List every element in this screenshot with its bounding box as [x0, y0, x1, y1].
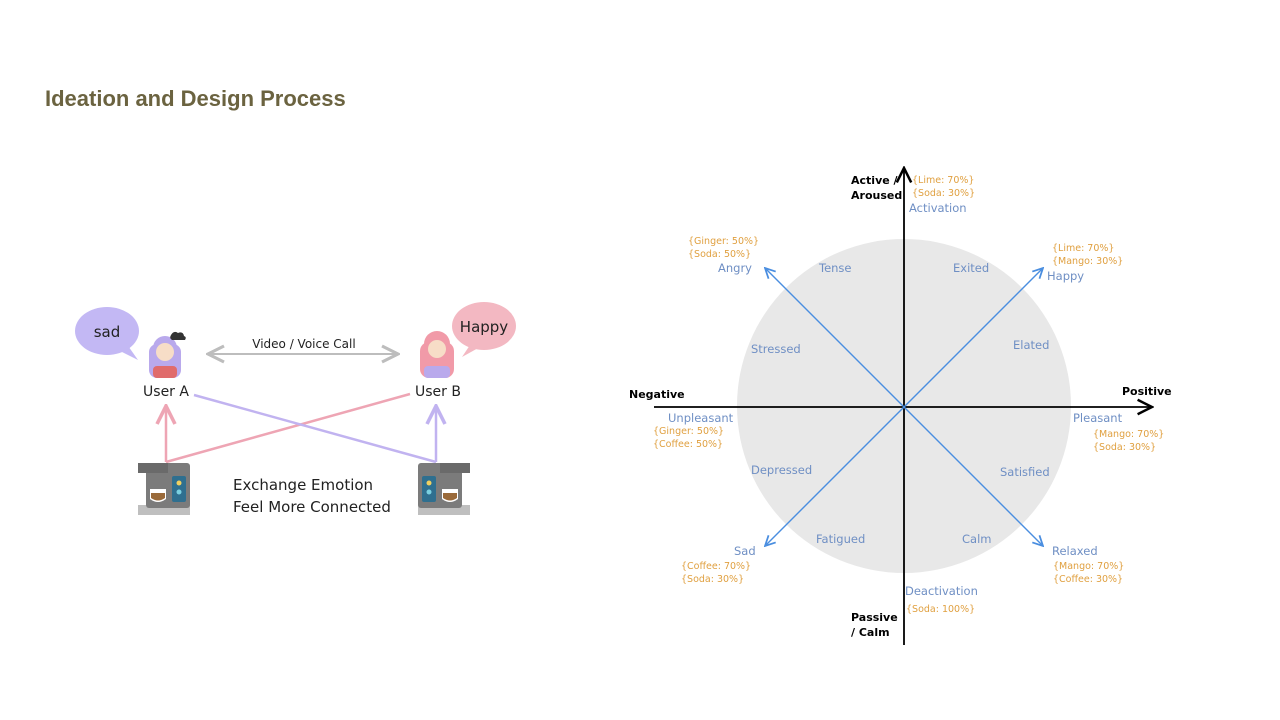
- user-a-to-machine-b-link: [193, 393, 437, 464]
- unpleasant-mix-1: {Ginger: 50%}: [653, 426, 724, 437]
- fatigued-label: Fatigued: [816, 532, 865, 546]
- bubble-sad-text: sad: [94, 323, 121, 341]
- exited-label: Exited: [953, 261, 989, 275]
- speech-bubble-happy: Happy: [452, 302, 516, 357]
- slide-title: Ideation and Design Process: [45, 86, 346, 111]
- depressed-label: Depressed: [751, 463, 812, 477]
- axis-passive-label-2: / Calm: [851, 626, 890, 639]
- relaxed-mix-1: {Mango: 70%}: [1053, 561, 1124, 572]
- activation-mix-1: {Lime: 70%}: [912, 175, 974, 186]
- sad-label: Sad: [734, 544, 756, 558]
- relaxed-arrow: [903, 406, 1043, 546]
- happy-arrow: [903, 268, 1043, 408]
- drink-machine-b-icon: [418, 463, 470, 515]
- axis-active-label-2: Aroused: [851, 189, 902, 202]
- angry-arrow: [765, 268, 905, 408]
- happy-mix-1: {Lime: 70%}: [1052, 243, 1114, 254]
- axis-passive-label-1: Passive: [851, 611, 898, 624]
- pleasant-mix-1: {Mango: 70%}: [1093, 429, 1164, 440]
- elated-label: Elated: [1013, 338, 1049, 352]
- unpleasant-mix-2: {Coffee: 50%}: [653, 439, 723, 450]
- call-label: Video / Voice Call: [252, 337, 355, 351]
- pleasant-label: Pleasant: [1073, 411, 1123, 425]
- stressed-label: Stressed: [751, 342, 801, 356]
- speech-bubble-sad: sad: [75, 307, 139, 360]
- user-a-label: User A: [143, 384, 189, 400]
- happy-label: Happy: [1047, 269, 1084, 283]
- emotion-circumplex-diagram: Active / Aroused Passive / Calm Negative…: [629, 168, 1172, 645]
- axis-positive-label: Positive: [1122, 385, 1172, 398]
- tense-label: Tense: [818, 261, 852, 275]
- sad-arrow: [765, 406, 905, 546]
- axis-negative-label: Negative: [629, 388, 685, 401]
- unpleasant-label: Unpleasant: [668, 411, 734, 425]
- drink-machine-a-icon: [138, 463, 190, 515]
- angry-label: Angry: [718, 261, 752, 275]
- relaxed-mix-2: {Coffee: 30%}: [1053, 574, 1123, 585]
- deactivation-mix-1: {Soda: 100%}: [906, 604, 975, 615]
- bubble-happy-text: Happy: [460, 318, 509, 336]
- emotion-exchange-diagram: sad Happy User A User B Video / Voi: [75, 302, 516, 516]
- caption-exchange-emotion: Exchange Emotion: [233, 476, 373, 494]
- user-a-avatar-icon: [149, 331, 186, 378]
- user-b-to-machine-a-link: [165, 392, 411, 464]
- caption-feel-connected: Feel More Connected: [233, 498, 391, 516]
- satisfied-label: Satisfied: [1000, 465, 1050, 479]
- pleasant-mix-2: {Soda: 30%}: [1093, 442, 1156, 453]
- user-b-avatar-icon: [420, 331, 454, 378]
- angry-mix-2: {Soda: 50%}: [688, 249, 751, 260]
- deactivation-label: Deactivation: [905, 584, 978, 598]
- relaxed-label: Relaxed: [1052, 544, 1098, 558]
- calm-label: Calm: [962, 532, 991, 546]
- angry-mix-1: {Ginger: 50%}: [688, 236, 759, 247]
- sad-mix-1: {Coffee: 70%}: [681, 561, 751, 572]
- happy-mix-2: {Mango: 30%}: [1052, 256, 1123, 267]
- axis-active-label-1: Active /: [851, 174, 899, 187]
- activation-mix-2: {Soda: 30%}: [912, 188, 975, 199]
- user-b-label: User B: [415, 384, 461, 400]
- activation-label: Activation: [909, 201, 967, 215]
- sad-mix-2: {Soda: 30%}: [681, 574, 744, 585]
